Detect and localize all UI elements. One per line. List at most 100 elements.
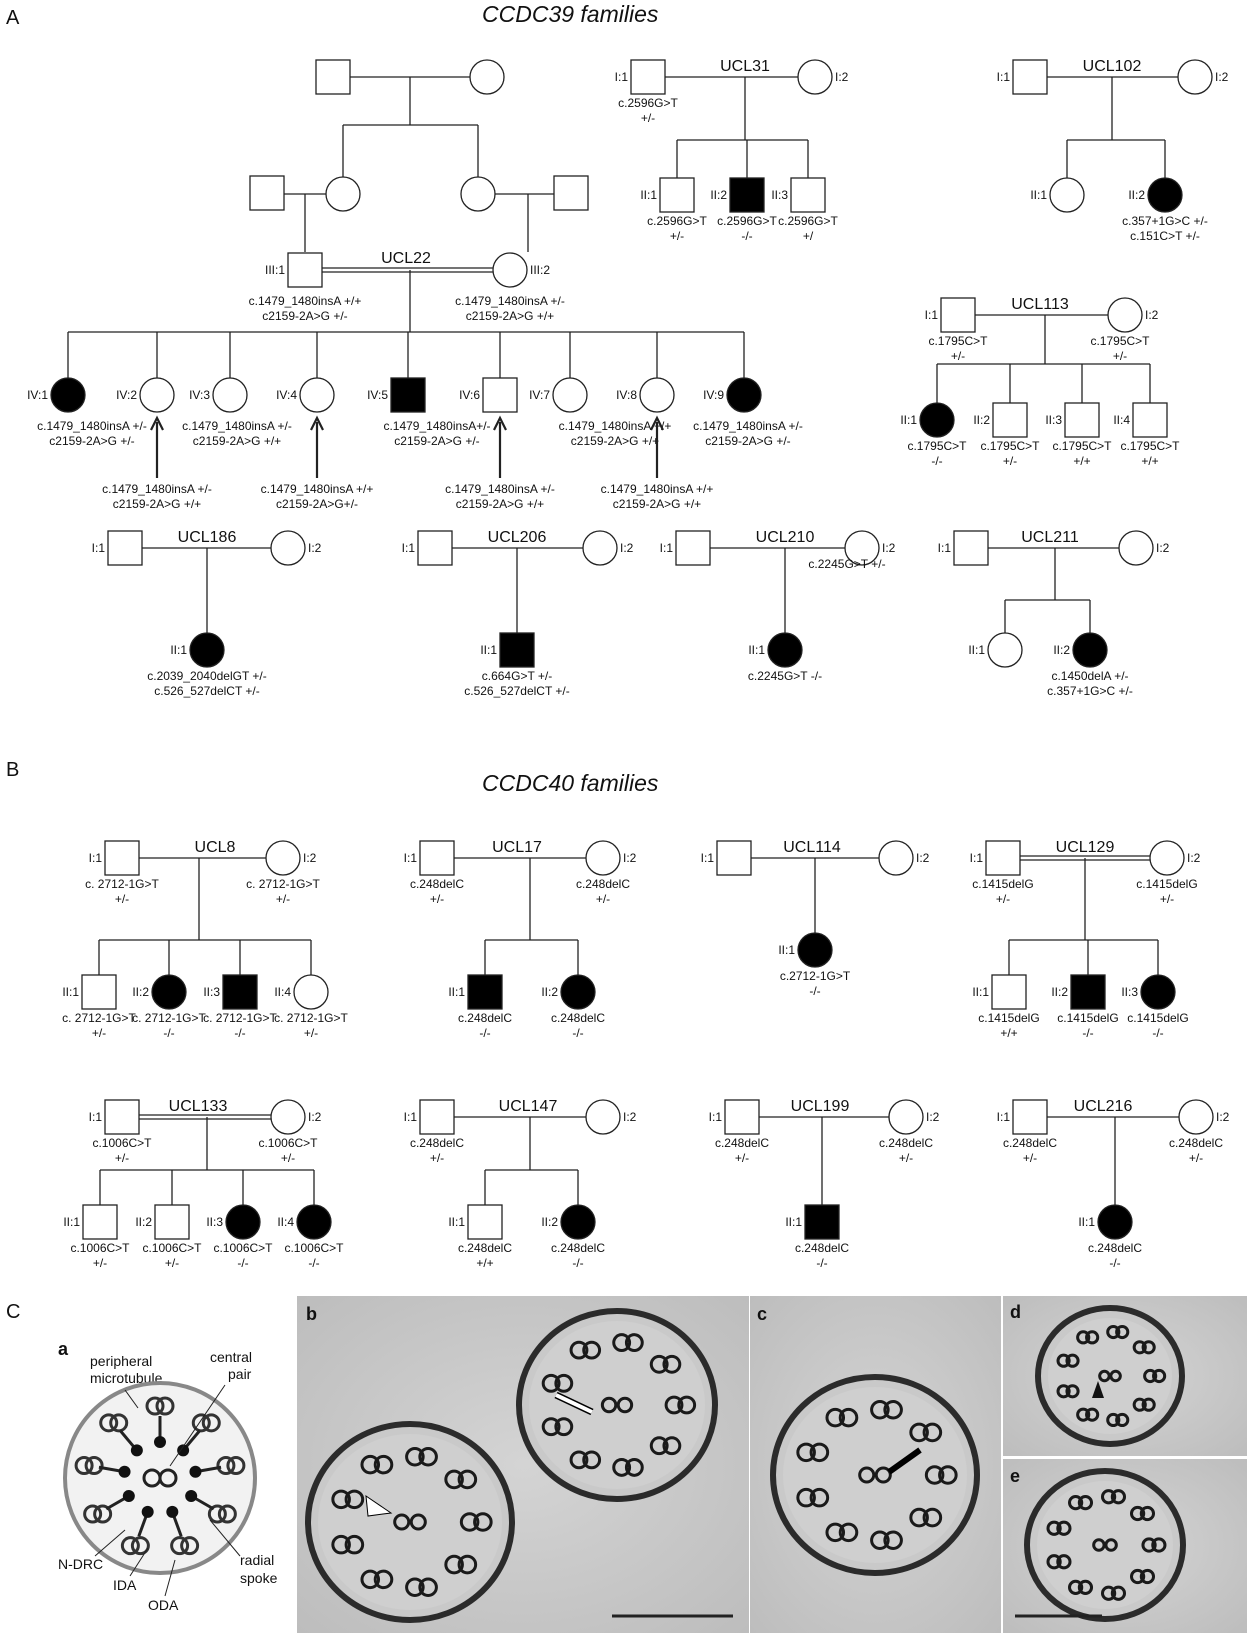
doublet-microtubule [1065, 1353, 1080, 1368]
male-symbol [1012, 59, 1048, 95]
female-symbol [878, 840, 914, 876]
genotype-text: c. 2712-1G>T [132, 1011, 206, 1025]
doublet-microtubule [170, 1536, 190, 1556]
schematic-label-central: central [210, 1349, 252, 1365]
individual-id: I:2 [835, 70, 849, 84]
doublet-microtubule [582, 1450, 602, 1470]
female-symbol [460, 176, 496, 212]
family-name: UCL206 [488, 529, 547, 546]
male-symbol [991, 974, 1027, 1010]
individual-id: I:2 [1215, 70, 1229, 84]
individual-id: II:3 [1045, 413, 1062, 427]
doublet-microtubule [84, 1455, 104, 1475]
central-microtubule [1109, 1369, 1122, 1383]
doublet-microtubule [1129, 1505, 1146, 1522]
individual-id: II:2 [135, 1215, 152, 1229]
female-symbol [270, 530, 306, 566]
doublet-microtubule [1085, 1330, 1100, 1345]
male-symbol [724, 1099, 760, 1135]
section-a-letter: A [6, 7, 20, 29]
individual-id: II:4 [1113, 413, 1130, 427]
doublet-microtubule [883, 1530, 903, 1551]
genotype-text: c.1415delG [978, 1011, 1039, 1025]
genotype-text: c.1479_1480insA +/+ [559, 419, 672, 433]
doublet-microtubule [1100, 1489, 1117, 1505]
female-symbol [1118, 530, 1154, 566]
genotype-text: +/- [951, 349, 965, 363]
female-symbol [582, 530, 618, 566]
doublet-microtubule [664, 1395, 684, 1415]
family-name: UCL22 [381, 250, 431, 267]
doublet-microtubule [373, 1454, 394, 1475]
doublet-microtubule [662, 1436, 682, 1456]
proband-arrow [150, 415, 164, 431]
central-microtubule [393, 1513, 411, 1531]
doublet-microtubule [155, 1396, 175, 1416]
doublet-microtubule [870, 1399, 890, 1420]
female-affected-symbol [1097, 1204, 1133, 1240]
female-symbol [325, 176, 361, 212]
doublet-microtubule [883, 1399, 903, 1420]
genotype-text: +/+ [1141, 454, 1158, 468]
doublet-microtubule [360, 1569, 381, 1590]
doublet-microtubule [924, 1465, 945, 1485]
genotype-text: c2159-2A>G +/+ [571, 434, 659, 448]
genotype-text: c.1795C>T [1090, 334, 1150, 348]
individual-id: II:1 [640, 188, 657, 202]
doublet-microtubule [444, 1554, 464, 1575]
male-symbol [553, 175, 589, 211]
doublet-microtubule [418, 1577, 438, 1598]
individual-id: II:1 [972, 985, 989, 999]
doublet-microtubule [662, 1354, 682, 1374]
male-symbol [154, 1204, 190, 1240]
schematic-label-ndrc: N-DRC [58, 1556, 103, 1572]
male-affected-symbol [499, 632, 535, 668]
central-microtubule [600, 1396, 618, 1414]
female-affected-symbol [726, 377, 762, 413]
genotype-text: c.1479_1480insA +/+ [601, 482, 714, 496]
genotype-text: +/- [1189, 1151, 1203, 1165]
doublet-microtubule [418, 1446, 438, 1467]
central-microtubule [874, 1466, 892, 1484]
schematic-label-oda: ODA [148, 1597, 179, 1613]
genotype-text: c.1415delG [1127, 1011, 1188, 1025]
doublet-microtubule [1056, 1520, 1072, 1536]
doublet-microtubule [1065, 1384, 1080, 1399]
individual-id: II:1 [448, 985, 465, 999]
genotype-text: c.1006C>T [92, 1136, 152, 1150]
individual-id: IV:2 [116, 388, 137, 402]
genotype-text: -/- [931, 454, 942, 468]
individual-id: II:2 [132, 985, 149, 999]
male-symbol [315, 59, 351, 95]
spoke-head [166, 1505, 179, 1518]
individual-id: I:1 [660, 541, 674, 555]
genotype-text: c2159-2A>G +/+ [113, 497, 201, 511]
genotype-text: c.1479_1480insA +/- [693, 419, 803, 433]
individual-id: I:1 [709, 1110, 723, 1124]
doublet-microtubule [838, 1522, 859, 1543]
arrowhead-marker [1092, 1381, 1104, 1398]
genotype-text: c.2039_2040delGT +/- [147, 669, 267, 683]
doublet-microtubule [554, 1373, 574, 1393]
doublet-microtubule [1139, 1505, 1156, 1522]
doublet-microtubule [1141, 1537, 1157, 1553]
female-affected-symbol [919, 402, 955, 438]
doublet-microtubule [938, 1465, 958, 1485]
genotype-text: c.2596G>T [778, 214, 838, 228]
genotype-text: +/+ [1000, 1026, 1017, 1040]
doublet-microtubule [226, 1455, 246, 1475]
pedigree-line [129, 1547, 149, 1577]
section-b-title: CCDC40 families [482, 770, 659, 796]
family-name: UCL102 [1083, 58, 1142, 75]
female-symbol [639, 377, 675, 413]
family-name: UCL186 [178, 529, 237, 546]
spoke-head [122, 1490, 135, 1502]
doublet-microtubule [74, 1455, 94, 1475]
section-c-letter: C [6, 1301, 20, 1323]
male-symbol [953, 530, 989, 566]
central-microtubule [409, 1513, 427, 1531]
doublet-microtubule [909, 1507, 929, 1528]
